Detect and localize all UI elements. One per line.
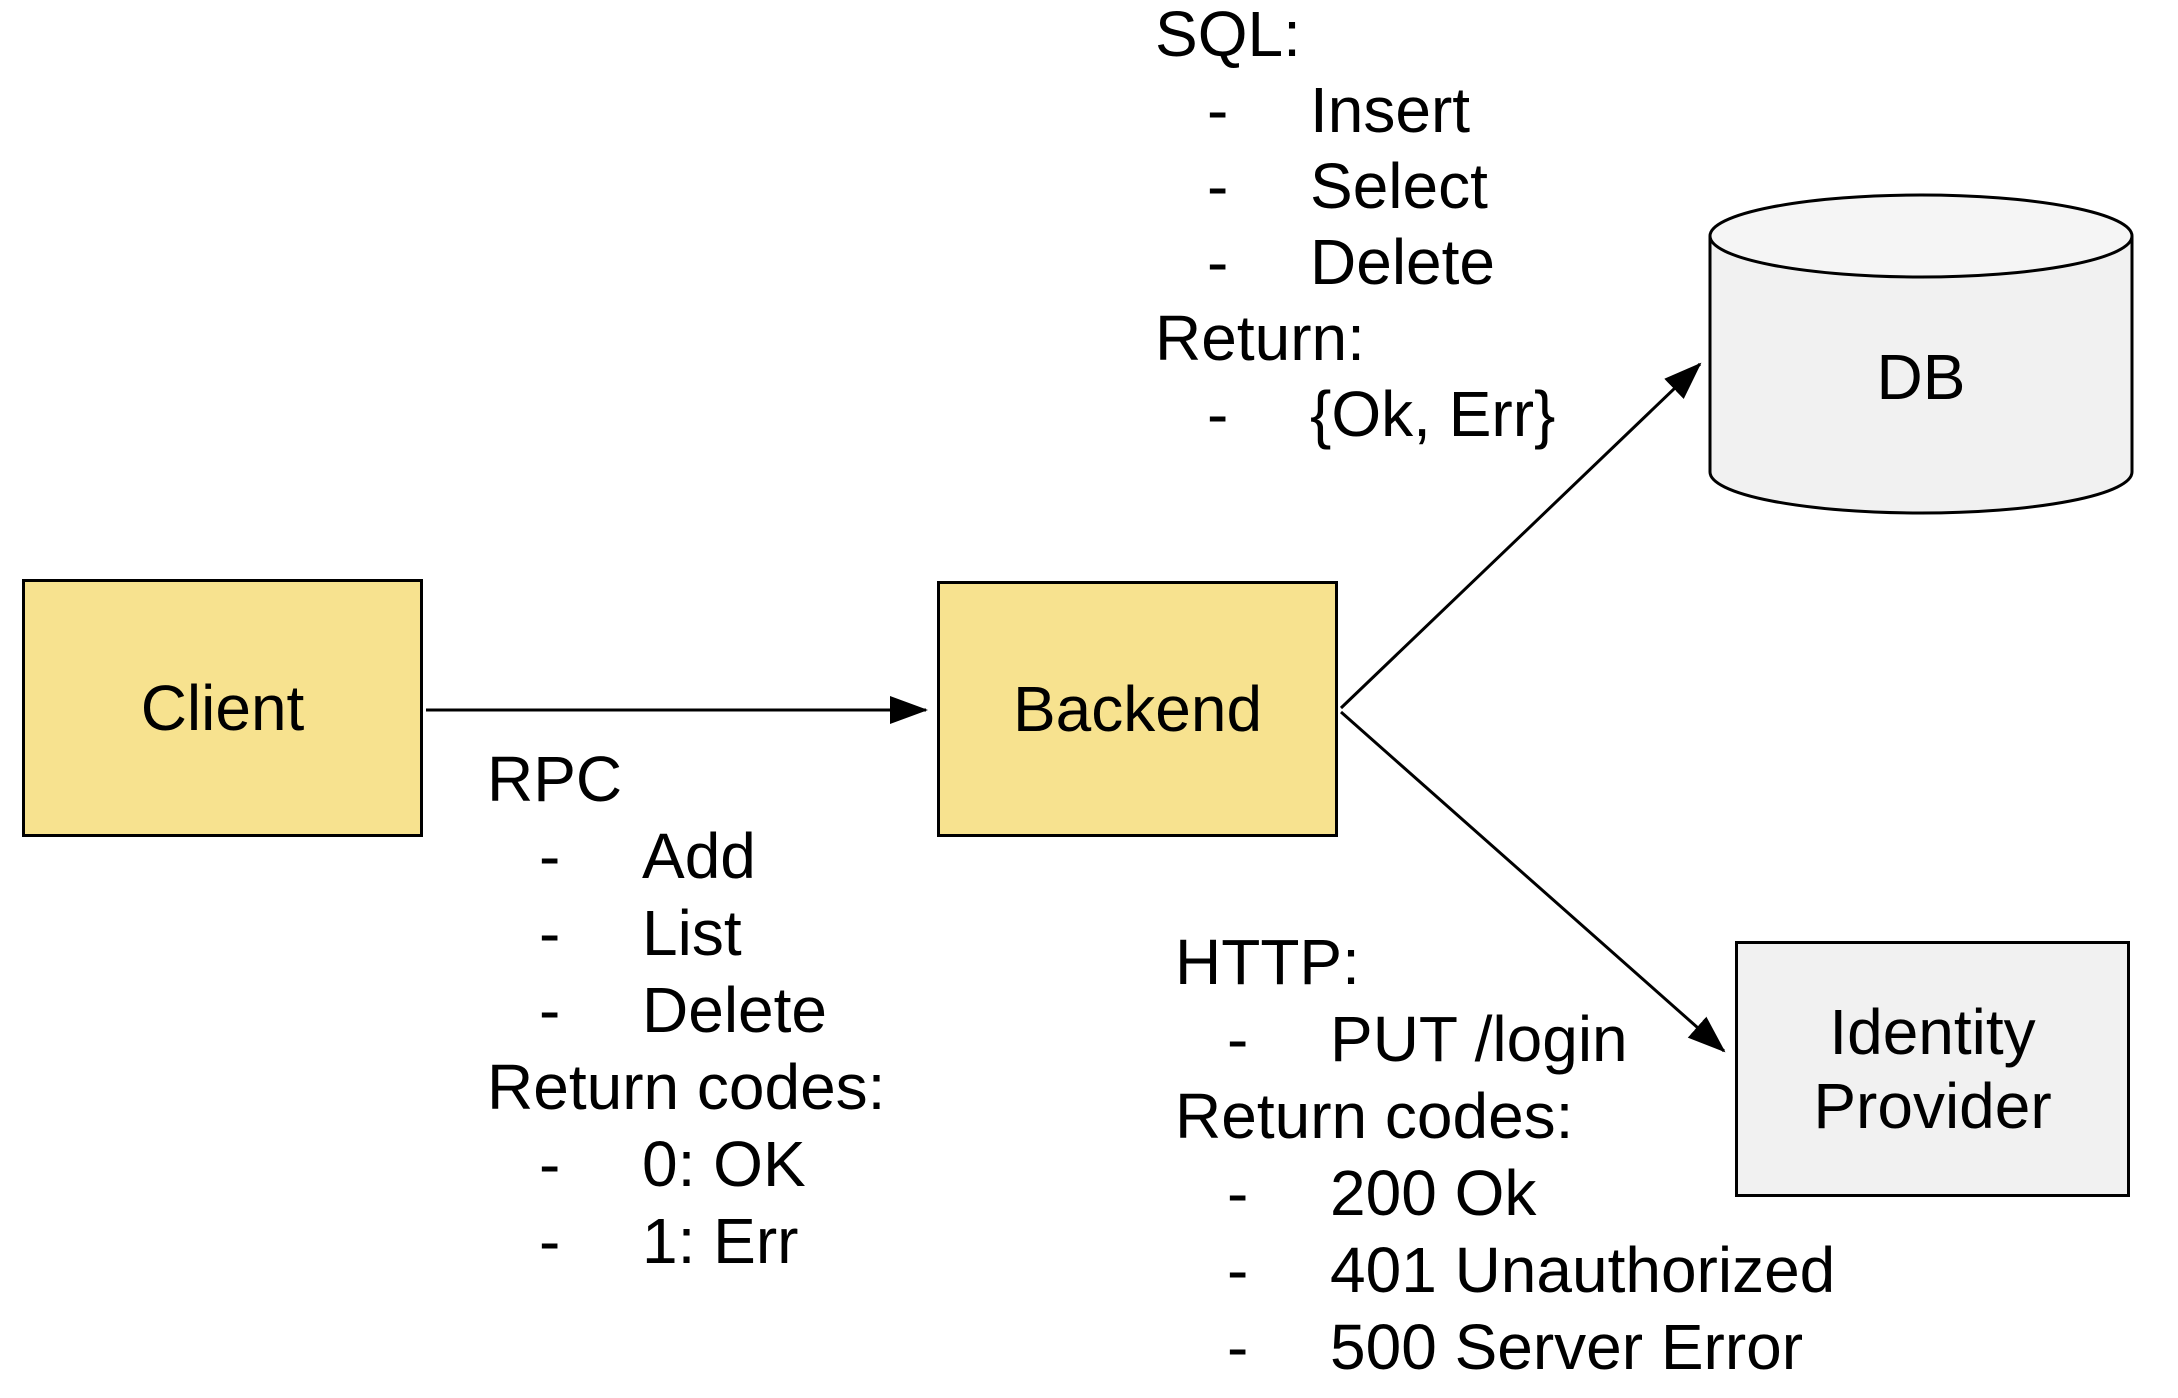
rpc-item: - Delete xyxy=(487,972,885,1049)
db-cylinder-shape xyxy=(1708,193,2134,515)
bullet-dash: - xyxy=(539,1205,561,1277)
http-return-item-label: 200 Ok xyxy=(1330,1157,1537,1229)
bullet-dash: - xyxy=(1207,226,1229,298)
sql-item: - Select xyxy=(1155,148,1555,224)
http-return-title: Return codes: xyxy=(1175,1080,1574,1152)
bullet-dash: - xyxy=(1227,1311,1249,1383)
sql-item-label: Insert xyxy=(1310,74,1471,146)
rpc-return-item-label: 1: Err xyxy=(642,1205,799,1277)
bullet-dash: - xyxy=(1207,74,1229,146)
rpc-return-title: Return codes: xyxy=(487,1051,886,1123)
sql-item-label: Delete xyxy=(1310,226,1495,298)
http-item: - PUT /login xyxy=(1175,1001,1835,1078)
bullet-dash: - xyxy=(539,1128,561,1200)
sql-item: - Insert xyxy=(1155,72,1555,148)
rpc-item: - Add xyxy=(487,818,885,895)
bullet-dash: - xyxy=(1227,1003,1249,1075)
identity-provider-node: Identity Provider xyxy=(1735,941,2130,1197)
rpc-return-item-label: 0: OK xyxy=(642,1128,806,1200)
rpc-item-label: Delete xyxy=(642,974,827,1046)
identity-provider-label: Identity Provider xyxy=(1813,996,2052,1142)
sql-title: SQL: xyxy=(1155,0,1301,70)
client-label: Client xyxy=(140,672,305,744)
rpc-return-item: - 1: Err xyxy=(487,1203,885,1280)
sql-return-item-label: {Ok, Err} xyxy=(1310,378,1556,450)
rpc-item: - List xyxy=(487,895,885,972)
bullet-dash: - xyxy=(1227,1234,1249,1306)
http-item-label: PUT /login xyxy=(1330,1003,1628,1075)
bullet-dash: - xyxy=(1207,378,1229,450)
sql-return-title: Return: xyxy=(1155,302,1365,374)
bullet-dash: - xyxy=(539,820,561,892)
backend-node: Backend xyxy=(937,581,1338,837)
http-return-item: - 500 Server Error xyxy=(1175,1309,1835,1386)
sql-return-item: - {Ok, Err} xyxy=(1155,376,1555,452)
rpc-annotation: RPC - Add - List - Delete Return codes: - 0:… xyxy=(487,741,885,1280)
http-return-item: - 200 Ok xyxy=(1175,1155,1835,1232)
rpc-title: RPC xyxy=(487,743,623,815)
bullet-dash: - xyxy=(539,897,561,969)
sql-item: - Delete xyxy=(1155,224,1555,300)
rpc-item-label: Add xyxy=(642,820,756,892)
client-node: Client xyxy=(22,579,423,837)
arrow-backend-to-db xyxy=(1339,362,1702,710)
http-annotation: HTTP: -PUT /login Return codes: -200 Ok … xyxy=(1175,924,1835,1386)
rpc-item-label: List xyxy=(642,897,742,969)
http-title: HTTP: xyxy=(1175,926,1360,998)
http-return-item-label: 500 Server Error xyxy=(1330,1311,1804,1383)
bullet-dash: - xyxy=(1207,150,1229,222)
sql-item-label: Select xyxy=(1310,150,1488,222)
bullet-dash: - xyxy=(539,974,561,1046)
bullet-dash: - xyxy=(1227,1157,1249,1229)
backend-label: Backend xyxy=(1012,673,1263,745)
rpc-return-item: - 0: OK xyxy=(487,1126,885,1203)
sql-annotation: SQL: - Insert - Select - Delete Return: - {O… xyxy=(1155,0,1555,452)
db-label: DB xyxy=(1876,341,1966,413)
http-return-item-label: 401 Unauthorized xyxy=(1330,1234,1836,1306)
http-return-item: - 401 Unauthorized xyxy=(1175,1232,1835,1309)
arrow-backend-to-identity xyxy=(1340,710,1726,1053)
